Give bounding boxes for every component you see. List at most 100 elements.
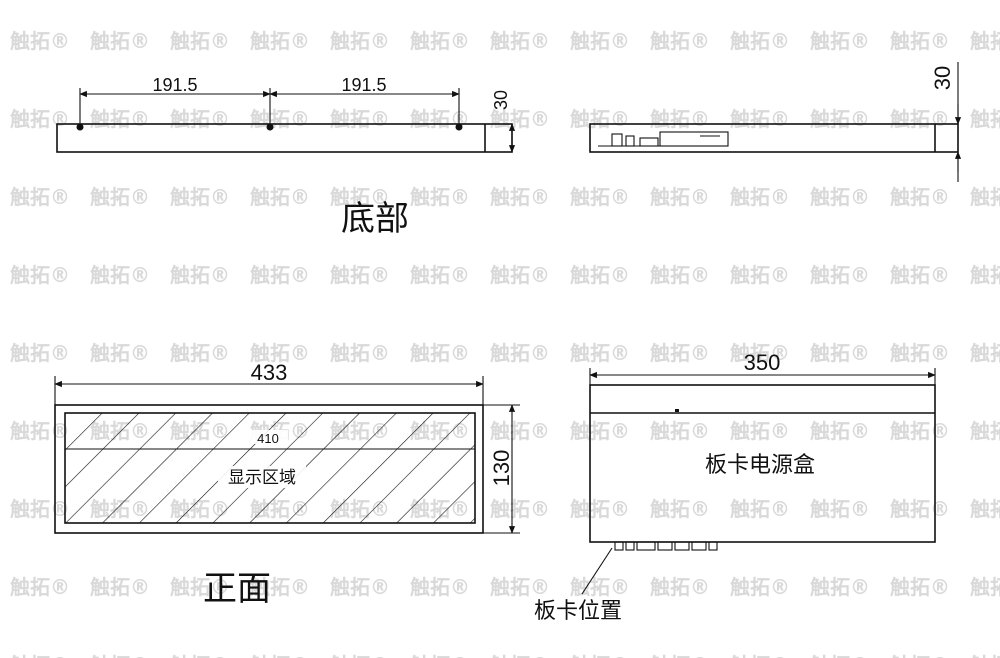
watermark-text: 触拓® [650,419,710,443]
watermark-text: 触拓® [650,653,710,658]
watermark-text: 触拓® [490,29,550,53]
watermark-text: 触拓® [570,29,630,53]
watermark-text: 触拓® [730,497,790,521]
watermark-text: 触拓® [170,341,230,365]
watermark-text: 触拓® [570,107,630,131]
watermark-text: 触拓® [970,419,1000,443]
watermark-text: 触拓® [10,653,70,658]
watermark-text: 触拓® [170,107,230,131]
watermark-text: 触拓® [970,185,1000,209]
watermark-text: 触拓® [90,107,150,131]
watermark-text: 触拓® [970,29,1000,53]
box-view: 350 板卡电源盒 板卡位置 [534,350,936,624]
watermark-text: 触拓® [250,575,310,599]
watermark-text: 触拓® [170,263,230,287]
watermark-text: 触拓® [410,263,470,287]
watermark-text: 触拓® [810,497,870,521]
inner-width-label: 410 [257,431,279,446]
watermark-text: 触拓® [170,29,230,53]
watermark-text: 触拓® [250,29,310,53]
dim-label-right: 191.5 [341,75,386,95]
watermark-text: 触拓® [810,575,870,599]
box-dim-width: 350 [744,350,781,375]
watermark-text: 触拓® [730,29,790,53]
watermark-text: 触拓® [810,263,870,287]
watermark-text: 触拓® [890,29,950,53]
watermark-text: 触拓® [330,575,390,599]
watermark-text: 触拓® [890,497,950,521]
watermark-text: 触拓® [10,107,70,131]
watermark-text: 触拓® [810,653,870,658]
watermark-text: 触拓® [250,653,310,658]
watermark-text: 触拓® [90,653,150,658]
watermark-text: 触拓® [890,185,950,209]
watermark-text: 触拓® [90,575,150,599]
watermark-text: 触拓® [90,29,150,53]
watermark-text: 触拓® [490,185,550,209]
watermark-text: 触拓® [890,341,950,365]
watermark-text: 触拓® [330,341,390,365]
watermark-text: 触拓® [90,185,150,209]
front-view-title: 正面 [203,569,271,609]
watermark-text: 触拓® [410,575,470,599]
watermark-text: 触拓® [250,341,310,365]
watermark-text: 触拓® [970,575,1000,599]
watermark-text: 触拓® [570,341,630,365]
side-view: 30 [589,62,962,182]
watermark-text: 触拓® [10,263,70,287]
watermark-text: 触拓® [490,419,550,443]
bottom-view: 191.5 191.5 30 底部 [56,75,516,239]
watermark-text: 触拓® [570,185,630,209]
box-label: 板卡电源盒 [705,453,815,478]
watermark-layer: 触拓® 触拓® 触拓® 触拓® 触拓® 触拓® 触拓® 触拓® 触拓® 触拓® 触拓® 触拓® 触拓® 触… [10,29,1000,658]
watermark-text: 触拓® [730,341,790,365]
card-leader-line [581,547,613,595]
watermark-text: 触拓® [10,29,70,53]
watermark-text: 触拓® [330,185,390,209]
watermark-text: 触拓® [970,263,1000,287]
watermark-text: 触拓® [890,419,950,443]
watermark-text: 触拓® [170,185,230,209]
watermark-text: 触拓® [410,185,470,209]
watermark-text: 触拓® [890,575,950,599]
watermark-text: 触拓® [890,263,950,287]
watermark-text: 触拓® [490,263,550,287]
watermark-text: 触拓® [730,185,790,209]
watermark-text: 触拓® [330,263,390,287]
watermark-text: 触拓® [970,107,1000,131]
watermark-text: 触拓® [650,29,710,53]
watermark-text: 触拓® [890,653,950,658]
dim-label-left: 191.5 [152,75,197,95]
watermark-text: 触拓® [10,575,70,599]
watermark-text: 触拓® [650,263,710,287]
watermark-text: 触拓® [250,107,310,131]
watermark-text: 触拓® [10,497,70,521]
watermark-text: 触拓® [650,107,710,131]
watermark-text: 触拓® [490,497,550,521]
side-dim-height: 30 [930,66,955,90]
display-area-label: 显示区域 [228,468,296,488]
watermark-text: 触拓® [650,497,710,521]
watermark-text: 触拓® [650,575,710,599]
front-frame-outline [54,404,484,534]
watermark-text: 触拓® [810,419,870,443]
watermark-text: 触拓® [490,107,550,131]
bottom-view-title: 底部 [341,199,409,239]
watermark-text: 触拓® [810,185,870,209]
watermark-text: 触拓® [810,107,870,131]
watermark-text: 触拓® [490,653,550,658]
watermark-text: 触拓® [730,419,790,443]
watermark-text: 触拓® [730,263,790,287]
watermark-text: 触拓® [170,653,230,658]
front-dim-width: 433 [251,360,288,385]
watermark-text: 触拓® [570,497,630,521]
watermark-text: 触拓® [330,29,390,53]
watermark-text: 触拓® [570,263,630,287]
card-position-label: 板卡位置 [534,599,622,624]
front-dim-height: 130 [489,450,514,487]
watermark-text: 触拓® [490,575,550,599]
front-view: 410 显示区域 433 130 正面 [54,360,520,609]
watermark-text: 触拓® [570,653,630,658]
watermark-text: 触拓® [10,419,70,443]
